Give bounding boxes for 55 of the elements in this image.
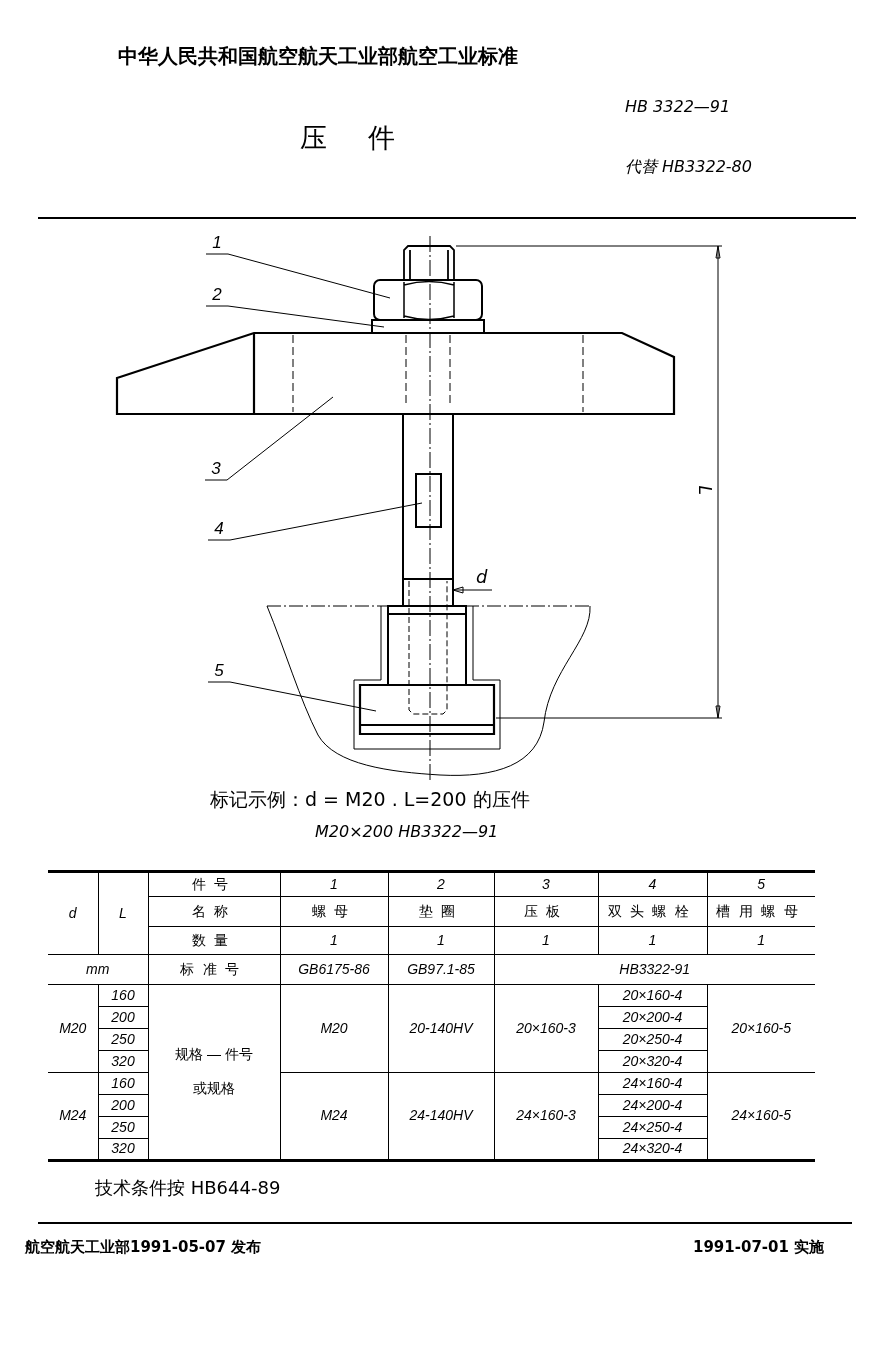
table-entry: d	[48, 871, 98, 955]
effective-date: 1991-07-01 实施	[693, 1238, 825, 1256]
table-entry: 20×160-3	[494, 984, 598, 1073]
dimension-label: L	[694, 485, 715, 495]
table-entry: L	[98, 871, 148, 955]
table-entry: mm	[48, 954, 148, 985]
table-entry: M20	[280, 984, 388, 1073]
leader-line	[207, 681, 377, 712]
washer	[371, 319, 485, 334]
callout-number: 2	[206, 284, 228, 306]
table-entry: 1	[598, 926, 707, 955]
document-title: 压件	[300, 122, 435, 155]
table-entry: 垫圈	[388, 896, 494, 927]
table-entry: 3	[494, 871, 598, 897]
t-slot-nut	[358, 605, 496, 736]
standard-number: HB 3322—91	[625, 97, 731, 117]
table-entry: 名称	[148, 896, 280, 927]
leader-line	[205, 305, 385, 328]
table-entry: 20-140HV	[388, 984, 494, 1073]
table-entry: 4	[598, 871, 707, 897]
table-entry: 件号	[148, 871, 280, 897]
table-entry: 规格 — 件号或规格	[148, 984, 280, 1161]
table-entry: 2	[388, 871, 494, 897]
table-entry: 1	[388, 926, 494, 955]
issue-date: 航空航天工业部1991-05-07 发布	[25, 1238, 262, 1256]
dimension-label: d	[476, 566, 488, 588]
table-entry: 螺母	[280, 896, 388, 927]
table-entry: 压板	[494, 896, 598, 927]
table-entry: 160	[98, 984, 148, 1007]
technical-note: 技术条件按 HB644-89	[95, 1177, 281, 1199]
table-entry: 双头螺栓	[598, 896, 707, 927]
leader-line	[204, 396, 334, 481]
clamp-plate	[115, 331, 676, 416]
callout-number: 3	[205, 458, 227, 480]
hex-nut	[373, 279, 483, 321]
table-entry: 1	[280, 871, 388, 897]
stud-bolt	[402, 245, 455, 715]
table-entry: 数量	[148, 926, 280, 955]
table-entry: GB6175-86	[280, 954, 388, 985]
table-entry: GB97.1-85	[388, 954, 494, 985]
callout-number: 5	[208, 660, 230, 682]
table-entry: 20×160-4	[598, 984, 707, 1007]
table-entry: 1	[494, 926, 598, 955]
callout-number: 4	[208, 518, 230, 540]
callout-number: 1	[206, 232, 228, 254]
leader-line	[207, 502, 423, 541]
table-entry: M20	[48, 984, 98, 1073]
superseded-standard: 代替 HB3322-80	[625, 157, 752, 177]
table-entry: 1	[280, 926, 388, 955]
standard-authority-heading: 中华人民共和国航空航天工业部航空工业标准	[118, 44, 518, 68]
marking-example: 标记示例：d = M20 . L=200 的压件	[210, 788, 530, 811]
leader-line	[205, 253, 391, 299]
table-entry: 标准号	[148, 954, 280, 985]
marking-designation: M20×200 HB3322—91	[315, 822, 499, 842]
table-entry: 24×160-4	[598, 1072, 707, 1095]
